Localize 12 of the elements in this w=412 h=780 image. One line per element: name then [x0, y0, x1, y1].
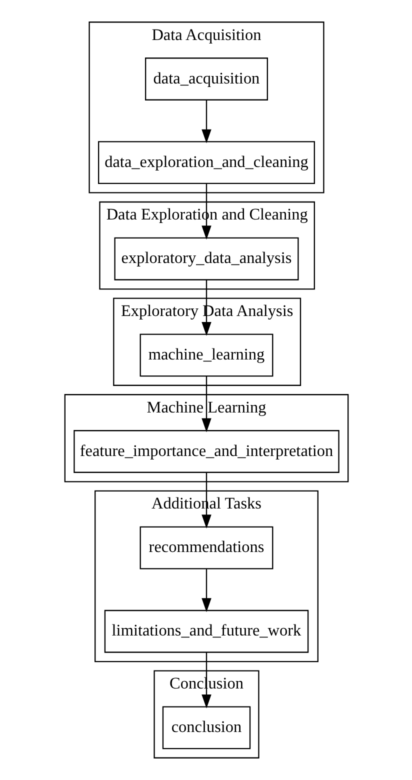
- node-box: feature_importance_and_interpretation: [73, 430, 339, 473]
- arrow: [201, 100, 211, 144]
- node-box: recommendations: [139, 526, 273, 570]
- node-box: machine_learning: [139, 334, 273, 377]
- node-box: exploratory_data_analysis: [114, 237, 298, 280]
- arrow: [201, 376, 211, 432]
- arrow: [201, 280, 211, 336]
- arrow: [201, 569, 211, 612]
- node-box: limitations_and_future_work: [104, 610, 308, 653]
- node-box: data_exploration_and_cleaning: [98, 141, 314, 184]
- node-box: conclusion: [162, 706, 250, 750]
- node-box: data_acquisition: [144, 58, 268, 100]
